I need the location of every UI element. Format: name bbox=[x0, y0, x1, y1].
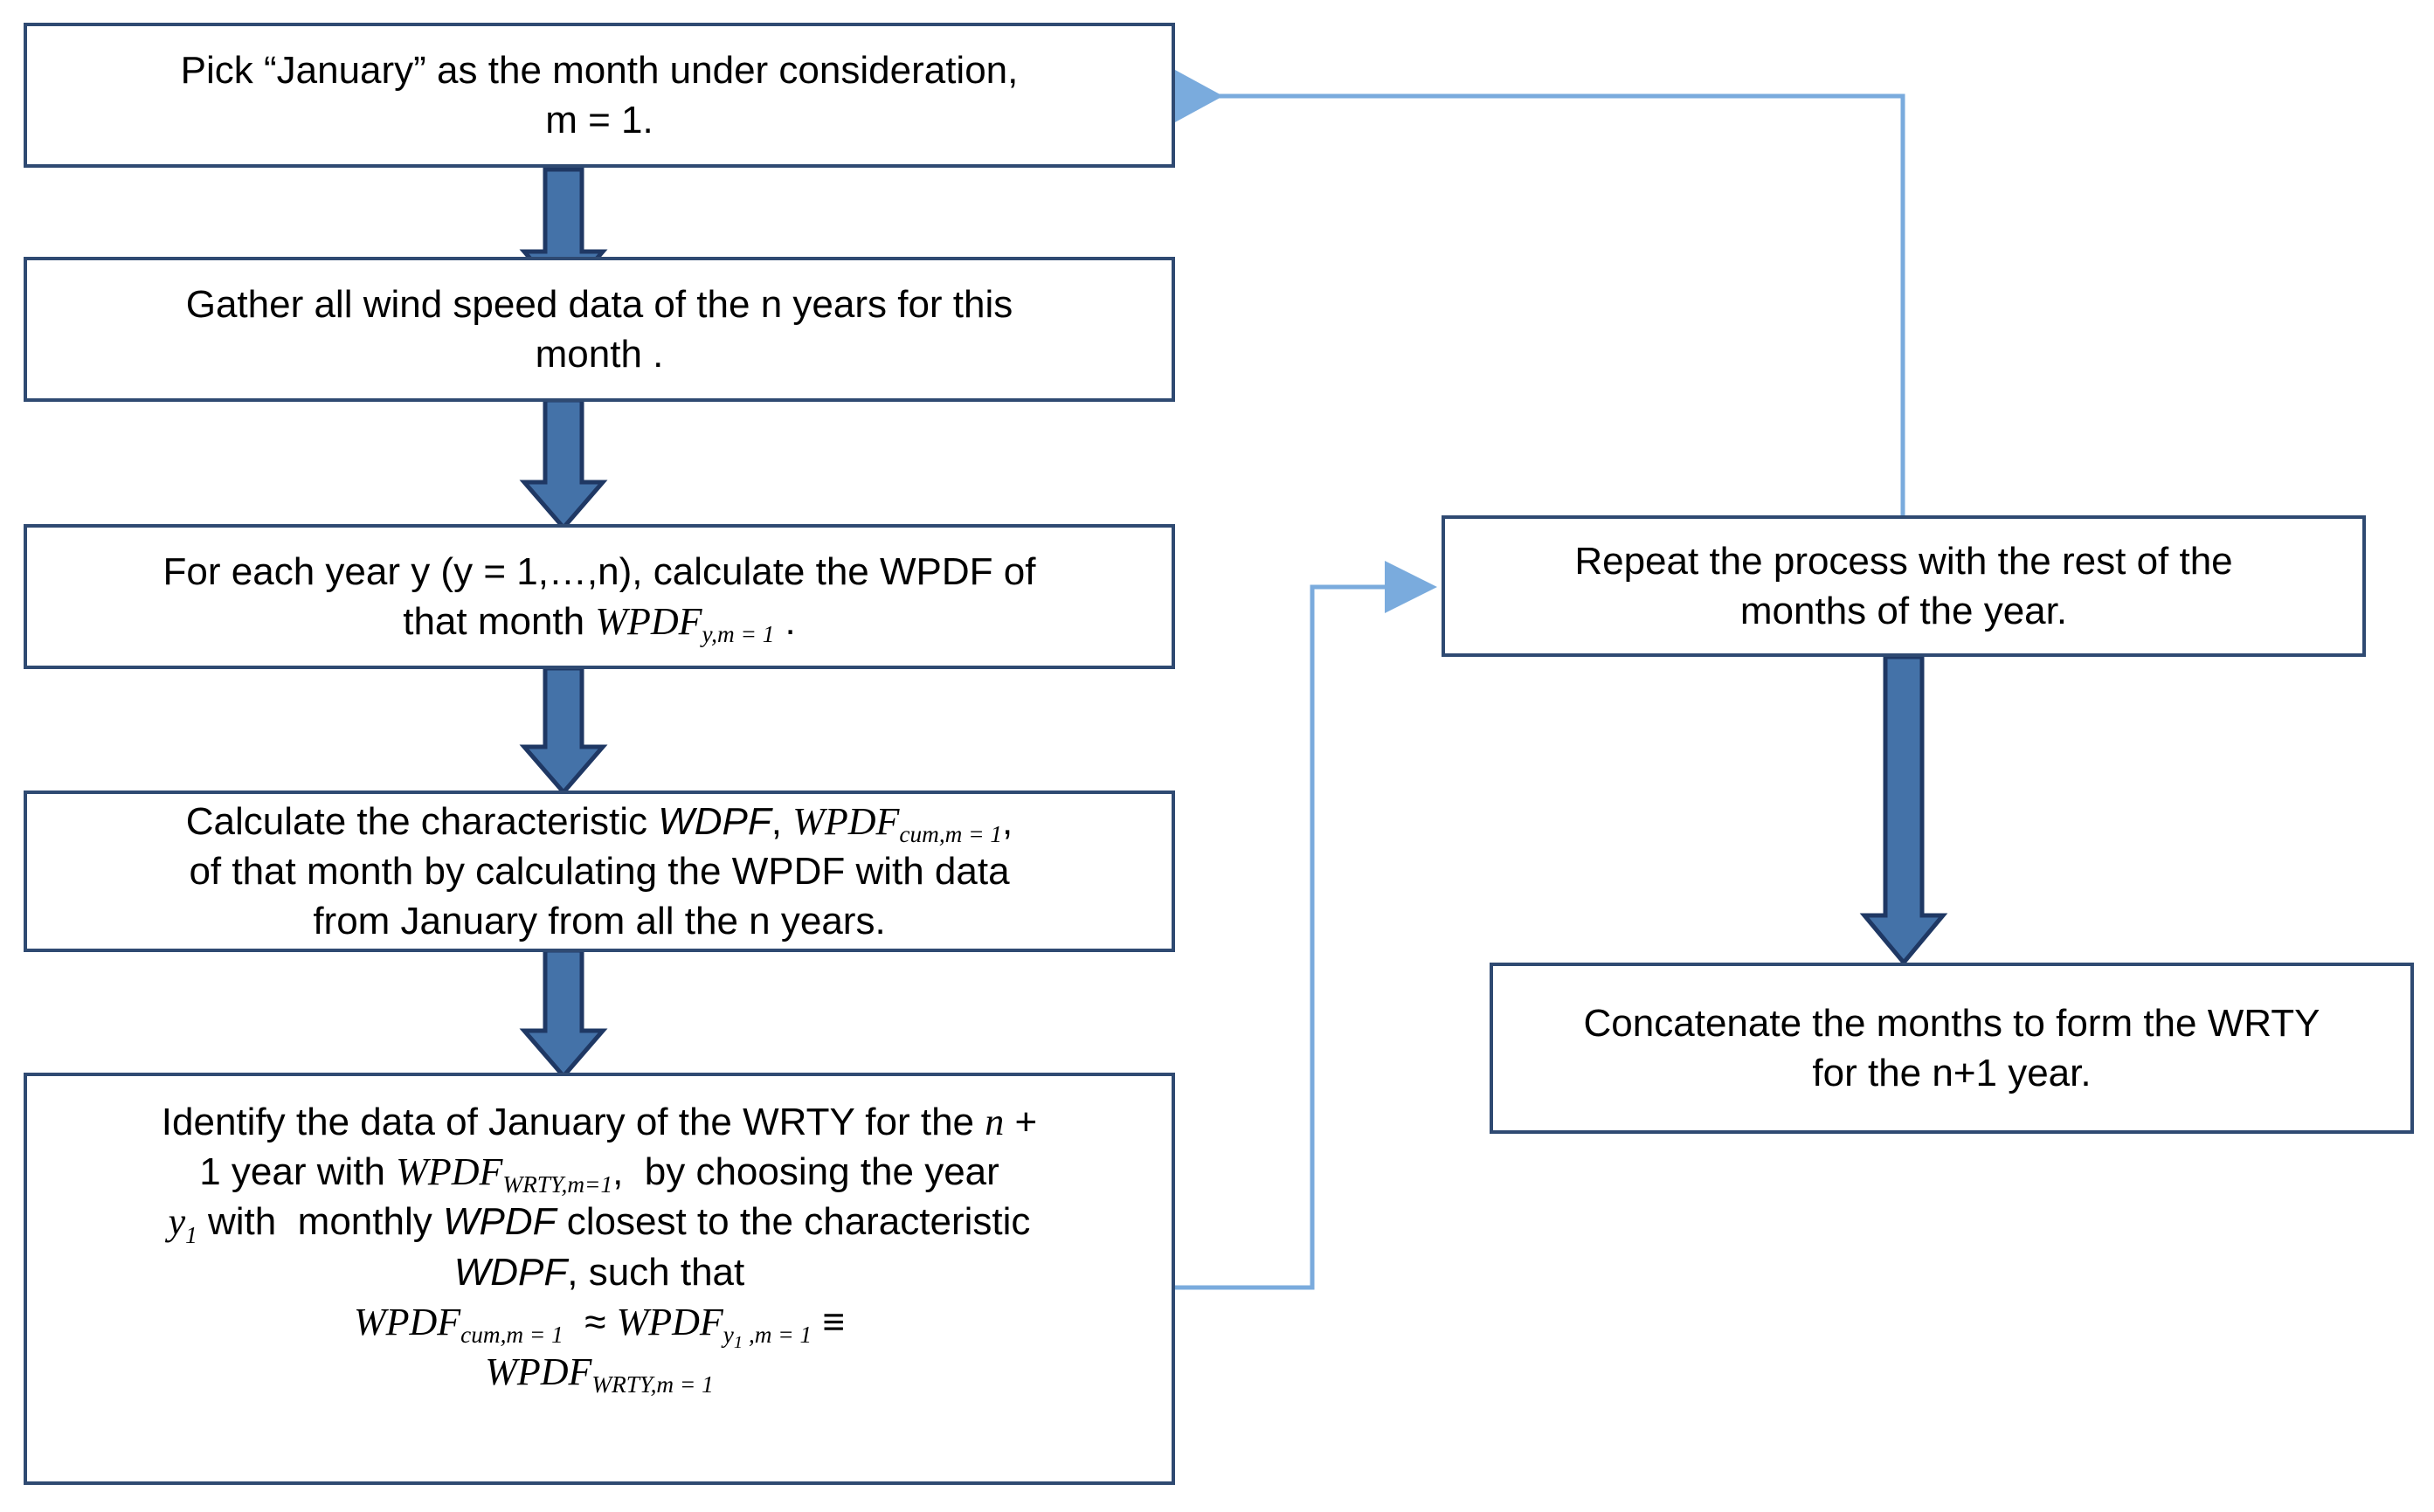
identify-wrty-january-box[interactable]: Identify the data of January of the WRTY… bbox=[24, 1073, 1175, 1485]
yearly-wpdf-text: For each year y (y = 1,…,n), calculate t… bbox=[162, 549, 1036, 648]
yearly-wpdf-box[interactable]: For each year y (y = 1,…,n), calculate t… bbox=[24, 524, 1175, 669]
characteristic-wpdf-text: Calculate the characteristic WDPF, WPDFc… bbox=[185, 799, 1013, 943]
arrow-yearly-to-characteristic bbox=[519, 666, 608, 796]
arrow-repeat-to-concatenate bbox=[1859, 654, 1948, 966]
connector-repeat-loop-back-to-pick bbox=[1175, 70, 1905, 515]
arrow-characteristic-to-identify bbox=[519, 948, 608, 1080]
identify-wrty-january-text: Identify the data of January of the WRTY… bbox=[161, 1101, 1038, 1398]
arrow-gather-to-yearly bbox=[519, 397, 608, 531]
repeat-remaining-months-box[interactable]: Repeat the process with the rest of the … bbox=[1442, 515, 2366, 657]
concatenate-months-text: Concatenate the months to form the WRTY … bbox=[1583, 1001, 2320, 1094]
pick-month-text: Pick “January” as the month under consid… bbox=[180, 48, 1019, 142]
connector-identify-to-repeat bbox=[1158, 561, 1437, 1290]
pick-month-box[interactable]: Pick “January” as the month under consid… bbox=[24, 23, 1175, 168]
gather-wind-speed-data-box[interactable]: Gather all wind speed data of the n year… bbox=[24, 257, 1175, 402]
characteristic-wpdf-box[interactable]: Calculate the characteristic WDPF, WPDFc… bbox=[24, 791, 1175, 952]
concatenate-months-box[interactable]: Concatenate the months to form the WRTY … bbox=[1490, 963, 2414, 1134]
repeat-remaining-months-text: Repeat the process with the rest of the … bbox=[1574, 539, 2233, 632]
gather-wind-speed-data-text: Gather all wind speed data of the n year… bbox=[185, 282, 1013, 376]
